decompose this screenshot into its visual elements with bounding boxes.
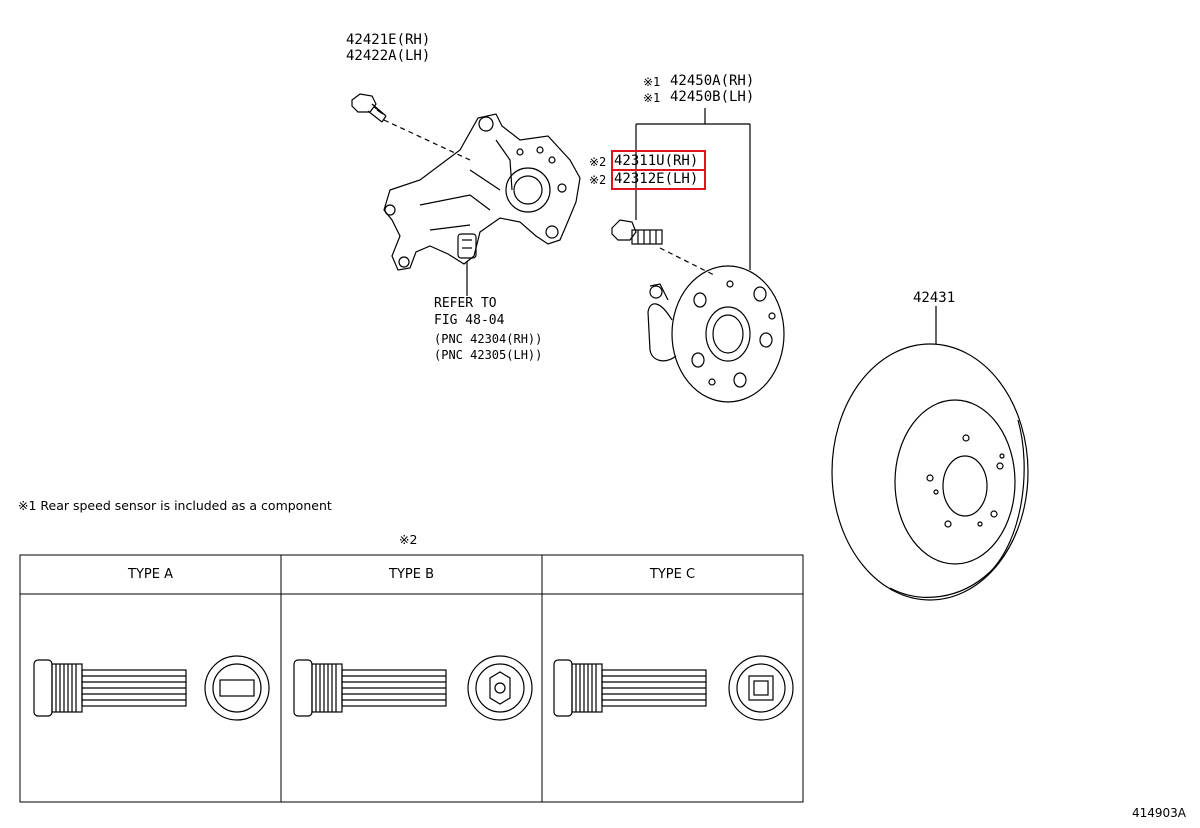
disc-label[interactable]: 42431 — [913, 290, 956, 306]
stud-rh-mark: ※2 — [589, 155, 607, 169]
hub-lh-label: 42450B(LH) — [670, 89, 755, 105]
brake-disc-drawing — [831, 306, 1029, 601]
stud-rh-label[interactable]: 42311U(RH) — [614, 153, 699, 169]
stud-dash — [659, 247, 717, 277]
stud-rh-highlight — [611, 150, 706, 171]
stud-lh-label[interactable]: 42312E(LH) — [614, 171, 699, 187]
refer-line-1: REFER TO — [434, 296, 497, 311]
footnote-1: ※1 Rear speed sensor is included as a co… — [18, 498, 332, 513]
table-mark: ※2 — [399, 532, 418, 547]
bolt-lh-label: 42422A(LH) — [346, 48, 431, 64]
bolt-rh-label: 42421E(RH) — [346, 32, 431, 48]
knuckle-drawing — [383, 113, 581, 271]
type-a-stud-drawing — [33, 655, 270, 721]
type-a-header: TYPE A — [128, 567, 173, 582]
type-c-header: TYPE C — [649, 567, 696, 582]
hub-lh-mark: ※1 — [643, 91, 661, 105]
type-b-header: TYPE B — [389, 567, 434, 582]
refer-line-3: (PNC 42304(RH)) — [434, 332, 543, 346]
knuckle-bolt-drawing — [351, 93, 387, 123]
hub-rh-mark: ※1 — [643, 75, 661, 89]
stud-lh-mark: ※2 — [589, 173, 607, 187]
bolt-leader — [383, 119, 471, 161]
hub-rh-label: 42450A(RH) — [670, 73, 755, 89]
stud-lh-highlight — [611, 169, 706, 190]
figure-id: 414903A — [1132, 806, 1187, 820]
type-b-stud-drawing — [293, 655, 533, 721]
types-table-frame — [19, 554, 804, 803]
refer-line-4: (PNC 42305(LH)) — [434, 348, 543, 362]
type-c-stud-drawing — [553, 655, 794, 721]
hub-assembly-drawing — [647, 265, 785, 403]
refer-line-2: FIG 48-04 — [434, 313, 505, 328]
hub-stud-drawing — [611, 219, 663, 245]
